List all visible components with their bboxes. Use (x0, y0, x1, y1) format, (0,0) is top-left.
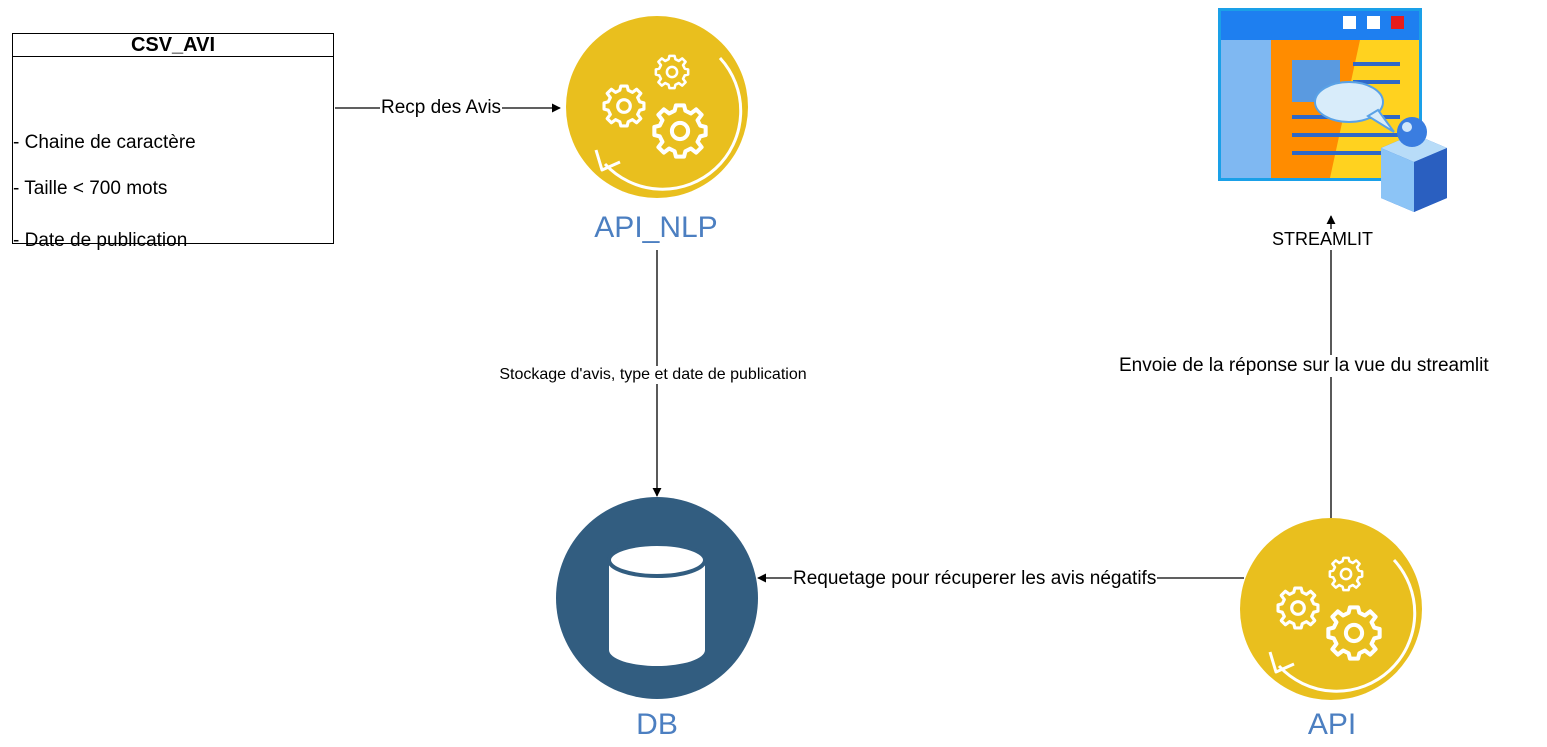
database-icon[interactable] (556, 497, 758, 699)
web-app-user-icon[interactable] (1218, 8, 1447, 212)
api-gears-icon[interactable] (1240, 518, 1422, 700)
csv-item-date: - Date de publication (13, 230, 188, 251)
edge-label-stockage: Stockage d'avis, type et date de publica… (498, 366, 808, 384)
node-label-api-nlp: API_NLP (594, 211, 718, 244)
edge-label-recp-des-avis: Recp des Avis (380, 97, 503, 119)
csv-avi-title: CSV_AVI (13, 34, 333, 57)
csv-avi-table[interactable]: CSV_AVI - Chaine de caractère - Taille <… (12, 33, 334, 251)
node-label-api: API (1307, 708, 1357, 741)
node-label-db: DB (636, 708, 678, 741)
edge-label-requetage: Requetage pour récuperer les avis négati… (792, 568, 1158, 590)
node-label-streamlit: STREAMLIT (1271, 229, 1375, 250)
csv-item-size: - Taille < 700 mots (13, 178, 168, 199)
edge-label-envoie: Envoie de la réponse sur la vue du strea… (1118, 355, 1490, 377)
api-nlp-gears-icon[interactable] (566, 16, 748, 198)
csv-item-string: - Chaine de caractère (13, 132, 196, 153)
